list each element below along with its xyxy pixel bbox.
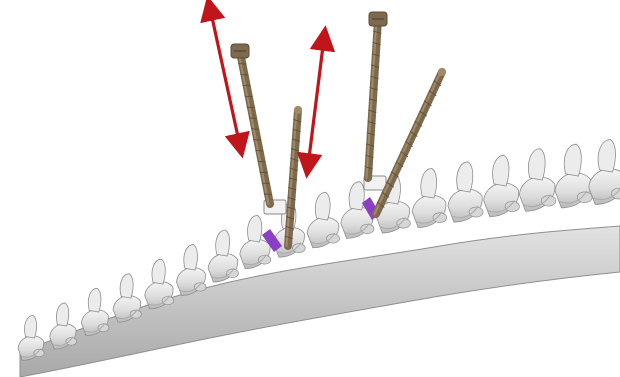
vertebra-icon (589, 140, 620, 205)
vertebra-icon (145, 259, 174, 309)
vertebra-icon (18, 316, 44, 361)
vertebra-icon (412, 169, 446, 228)
vertebra-icon (555, 144, 592, 208)
vertebra-icon (81, 288, 109, 335)
vertebra-icon (208, 230, 238, 282)
vertebra-icon (113, 274, 141, 323)
vertebra-icon (484, 155, 520, 216)
vertebral-bodies (20, 226, 620, 377)
vertebra-icon (448, 162, 483, 222)
vertebra-icon (50, 303, 77, 349)
double-headed-arrow-icon (308, 38, 324, 166)
vertebra-icon (176, 245, 206, 296)
pedicle-screw-icon (231, 44, 272, 204)
double-headed-arrow-icon (210, 8, 240, 146)
pedicle-screw-icon (365, 12, 387, 178)
vertebra-icon (307, 192, 339, 248)
vertebra-icon (240, 215, 271, 268)
vertebra-icon (519, 149, 555, 212)
distraction-arrows (210, 8, 324, 166)
pedicle-screw-icon (285, 106, 302, 246)
